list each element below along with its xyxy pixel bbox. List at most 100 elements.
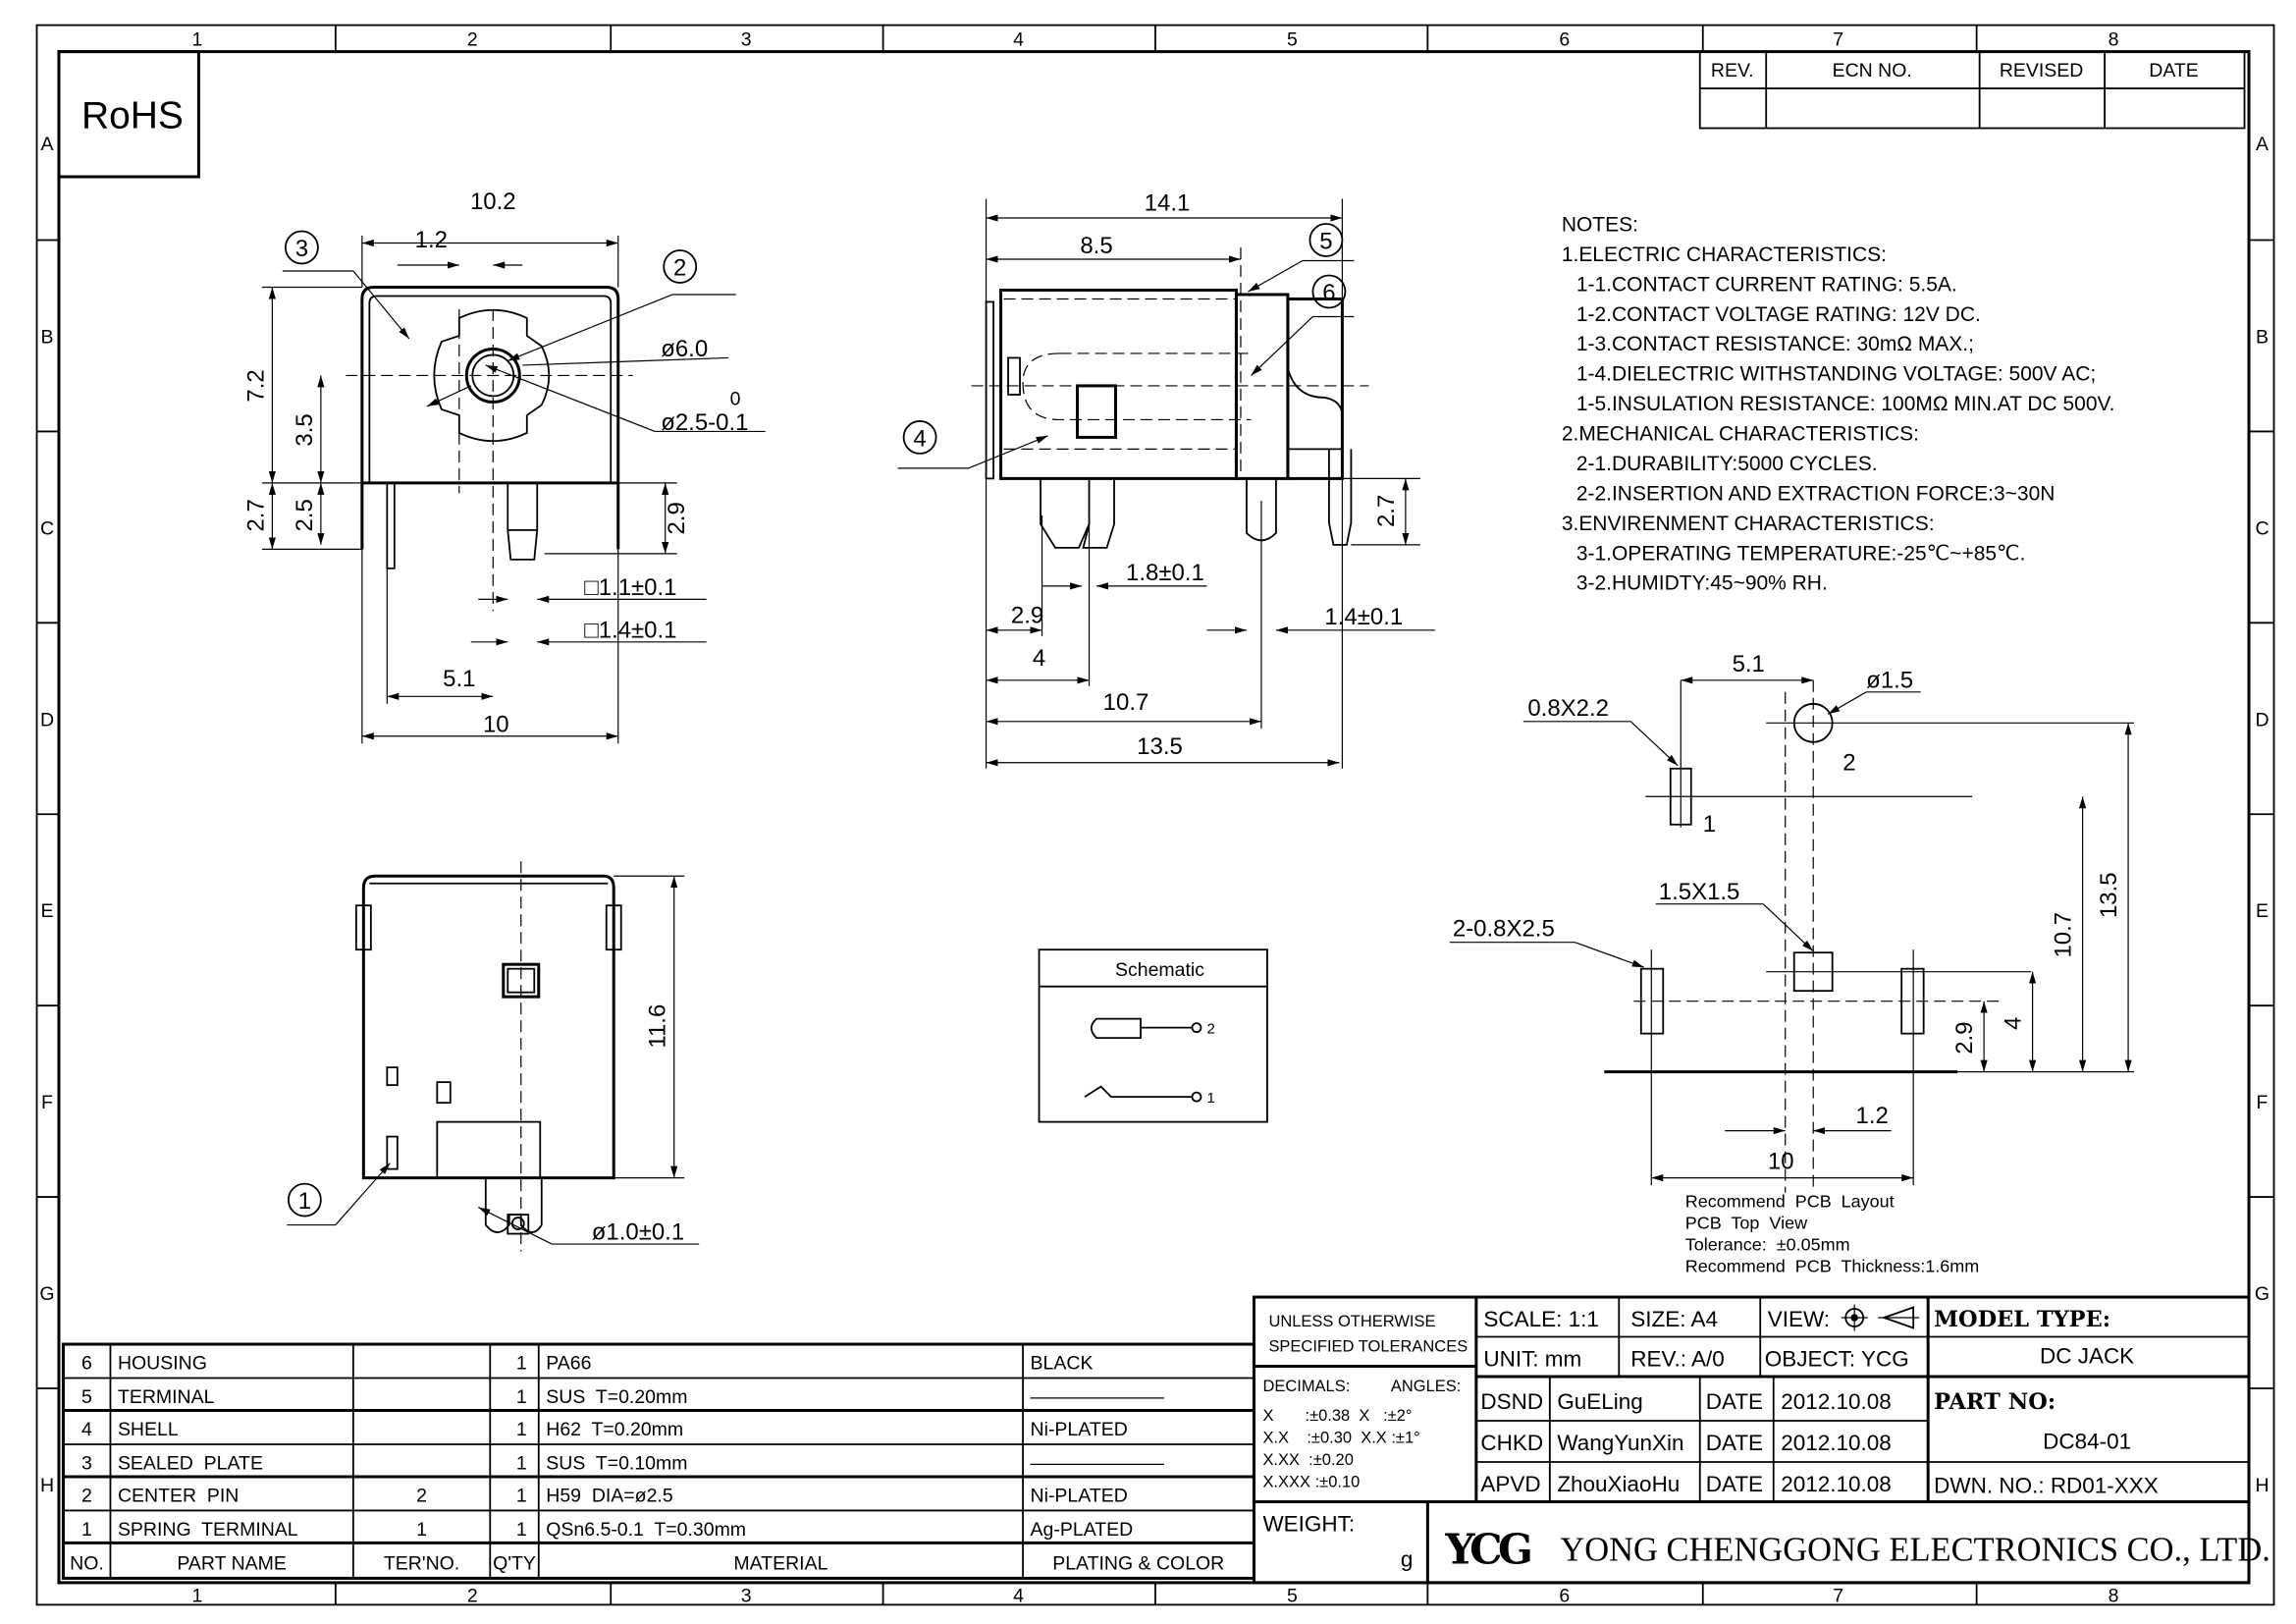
revised-header: REVISED bbox=[2000, 60, 2084, 81]
parts-cell-name: TERMINAL bbox=[118, 1386, 215, 1408]
pcb-label-0-8x2-2: 0.8X2.2 bbox=[1527, 695, 1609, 722]
parts-cell-no: 3 bbox=[81, 1452, 92, 1474]
parts-cell-qty: 1 bbox=[516, 1519, 527, 1541]
view-field: VIEW: bbox=[1768, 1307, 1830, 1331]
frame-row-label: D bbox=[2255, 709, 2269, 731]
parts-cell-no: 5 bbox=[81, 1386, 92, 1408]
balloon-6: 6 bbox=[1322, 280, 1335, 306]
dim-dia-6-0: ø6.0 bbox=[661, 336, 708, 362]
pcb-dim-10: 10 bbox=[1768, 1149, 1794, 1175]
dim-dia-1-0: ø1.0±0.1 bbox=[592, 1219, 684, 1246]
parts-cell-ter: 2 bbox=[416, 1485, 427, 1506]
dim-dia-2-5: ø2.5-0.1 bbox=[661, 409, 748, 436]
pcb-dim-1-2: 1.2 bbox=[1856, 1103, 1889, 1129]
parts-cell-no: 2 bbox=[81, 1485, 92, 1506]
parts-cell-plating: Ni-PLATED bbox=[1031, 1485, 1128, 1506]
drawing-number: DWN. NO.: RD01-XXX bbox=[1934, 1473, 2159, 1497]
note-line: 1-3.CONTACT RESISTANCE: 30mΩ MAX.; bbox=[1576, 333, 1974, 355]
frame-column-label: 8 bbox=[2109, 1585, 2119, 1606]
note-line: 2-1.DURABILITY:5000 CYCLES. bbox=[1576, 453, 1878, 475]
frame-row-label: E bbox=[2256, 900, 2269, 922]
model-type-label: MODEL TYPE: bbox=[1934, 1307, 2110, 1332]
sign-name: ZhouXiaoHu bbox=[1557, 1472, 1680, 1496]
balloon-3: 3 bbox=[295, 236, 308, 262]
parts-cell-qty: 1 bbox=[516, 1452, 527, 1474]
company-logo: YCG bbox=[1444, 1525, 1530, 1573]
sign-name: GuELing bbox=[1557, 1389, 1643, 1414]
dim-side-4: 4 bbox=[1033, 645, 1045, 672]
dim-dia-2-5-upper-tol: 0 bbox=[730, 388, 741, 409]
scale-field: SCALE: 1:1 bbox=[1483, 1307, 1598, 1331]
dim-10: 10 bbox=[483, 711, 509, 737]
size-field: SIZE: A4 bbox=[1630, 1307, 1718, 1331]
parts-cell-no: 6 bbox=[81, 1353, 92, 1375]
sign-date: 2012.10.08 bbox=[1781, 1389, 1892, 1414]
dim-14-1: 14.1 bbox=[1145, 190, 1191, 217]
frame-column-label: 1 bbox=[191, 29, 202, 51]
note-line: 3-2.HUMIDTY:45~90% RH. bbox=[1576, 572, 1828, 595]
dim-7-2: 7.2 bbox=[242, 369, 269, 402]
frame-row-label: F bbox=[2257, 1092, 2269, 1113]
parts-cell-name: CENTER PIN bbox=[118, 1485, 239, 1506]
note-line: 1.ELECTRIC CHARACTERISTICS: bbox=[1562, 244, 1887, 266]
pcb-dim-5-1: 5.1 bbox=[1733, 651, 1765, 677]
pcb-dim-4: 4 bbox=[2001, 1016, 2027, 1029]
frame-row-label: H bbox=[40, 1475, 54, 1496]
schematic-box: Schematic 2 1 bbox=[1038, 948, 1268, 1123]
frame-row-label: A bbox=[2256, 134, 2269, 155]
parts-header: Q'TY bbox=[493, 1552, 536, 1574]
sign-date-label: DATE bbox=[1706, 1431, 1763, 1455]
pcb-note-line: Recommend PCB Layout bbox=[1685, 1192, 1895, 1212]
company-name: YONG CHENGGONG ELECTRONICS CO., LTD. bbox=[1560, 1531, 2270, 1568]
tolerance-title-2: SPECIFIED TOLERANCES bbox=[1268, 1338, 1468, 1356]
dim-10-7: 10.7 bbox=[1103, 689, 1149, 716]
parts-cell-plating: Ag-PLATED bbox=[1031, 1519, 1134, 1541]
parts-cell-material: QSn6.5-0.1 T=0.30mm bbox=[546, 1519, 746, 1541]
projection-symbol-icon bbox=[1841, 1304, 1920, 1331]
model-type-value: DC JACK bbox=[2040, 1344, 2134, 1369]
note-line: 1-5.INSULATION RESISTANCE: 100MΩ MIN.AT … bbox=[1576, 393, 2115, 415]
pcb-label-2-0-8x2-5: 2-0.8X2.5 bbox=[1453, 916, 1555, 943]
sign-date-label: DATE bbox=[1706, 1472, 1763, 1496]
unit-field: UNIT: mm bbox=[1483, 1347, 1581, 1372]
tolerance-line: X :±0.38 X :±2° bbox=[1262, 1407, 1412, 1425]
pcb-layout: 5.1 ø1.5 2 1 0.8X2.2 1.5X1.5 2-0.8X2.5 1… bbox=[1449, 651, 2135, 1276]
side-view: 14.1 8.5 2.9 4 10.7 13.5 1.8±0.1 1.4±0.1… bbox=[897, 190, 1435, 769]
tolerance-title-1: UNLESS OTHERWISE bbox=[1268, 1313, 1435, 1330]
frame-column-label: 5 bbox=[1287, 1585, 1298, 1606]
parts-cell-name: SHELL bbox=[118, 1419, 179, 1440]
frame-column-label: 8 bbox=[2109, 29, 2119, 51]
revision-table: REV. ECN NO. REVISED DATE bbox=[1698, 50, 2246, 130]
parts-cell-qty: 1 bbox=[516, 1419, 527, 1440]
frame-column-label: 4 bbox=[1013, 1585, 1024, 1606]
parts-header: TER'NO. bbox=[384, 1552, 459, 1574]
weight-unit: g bbox=[1401, 1546, 1414, 1571]
note-line: 1-2.CONTACT VOLTAGE RATING: 12V DC. bbox=[1576, 303, 1981, 326]
frame-column-label: 3 bbox=[741, 29, 752, 51]
schematic-pin-1: 1 bbox=[1206, 1090, 1214, 1107]
note-line: 2.MECHANICAL CHARACTERISTICS: bbox=[1562, 423, 1919, 446]
dim-sq-1-4: □1.4±0.1 bbox=[584, 617, 676, 643]
sign-name: WangYunXin bbox=[1557, 1431, 1683, 1455]
frame-column-label: 5 bbox=[1287, 29, 1298, 51]
schematic-pin-2: 2 bbox=[1206, 1021, 1214, 1038]
dim-2-9: 2.9 bbox=[664, 502, 690, 534]
frame-column-label: 2 bbox=[467, 1585, 478, 1606]
pcb-dim-2-9: 2.9 bbox=[1951, 1021, 1978, 1054]
frame-row-label: D bbox=[40, 709, 54, 731]
angles-label: ANGLES: bbox=[1391, 1378, 1461, 1395]
parts-cell-plating: Ni-PLATED bbox=[1031, 1419, 1128, 1440]
sign-date: 2012.10.08 bbox=[1781, 1472, 1892, 1496]
pcb-note-line: PCB Top View bbox=[1685, 1214, 1808, 1233]
dim-5-1: 5.1 bbox=[443, 666, 475, 692]
ecn-header: ECN NO. bbox=[1833, 60, 1912, 81]
decimals-label: DECIMALS: bbox=[1262, 1378, 1350, 1395]
note-line: 1-1.CONTACT CURRENT RATING: 5.5A. bbox=[1576, 273, 1957, 296]
dim-side-2-7: 2.7 bbox=[1373, 495, 1400, 527]
parts-cell-material: SUS T=0.10mm bbox=[546, 1452, 687, 1474]
frame-column-label: 4 bbox=[1013, 29, 1024, 51]
parts-cell-no: 1 bbox=[81, 1519, 92, 1541]
rohs-box: RoHS bbox=[57, 50, 200, 179]
